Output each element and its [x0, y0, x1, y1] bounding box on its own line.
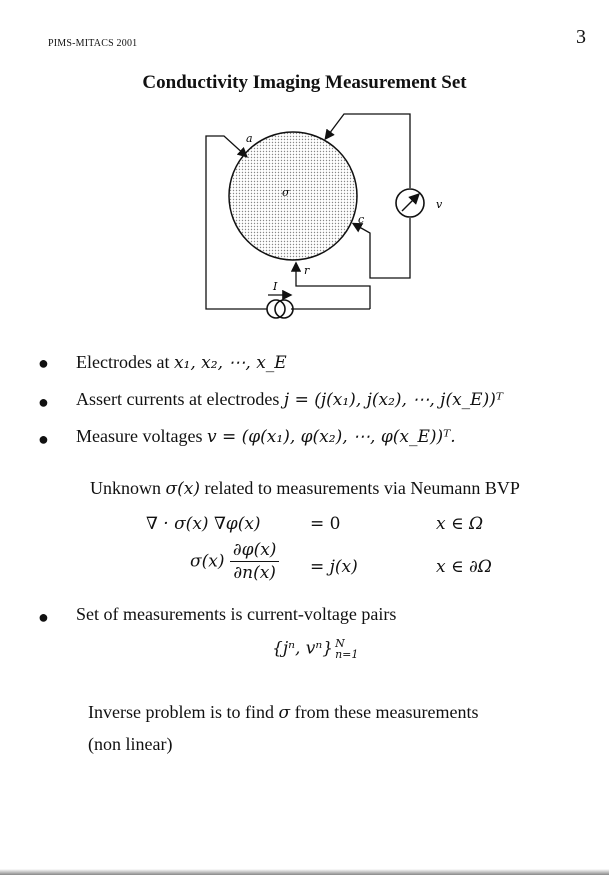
bullet-voltages: Measure voltages v = (φ(x₁), φ(x₂), ⋯, φ…: [76, 426, 456, 447]
conductor-disk: [228, 131, 358, 261]
electrode-diagram: a σ c r I v: [205, 113, 443, 319]
current-source-left: [266, 299, 286, 319]
slide-title: Conductivity Imaging Measurement Set: [142, 72, 467, 93]
scan-edge: [0, 869, 609, 875]
label-current: I: [272, 280, 278, 293]
equation-2-cond: x ∈ ∂Ω: [436, 557, 492, 577]
bullet-currents-text: Assert currents at electrodes: [76, 389, 284, 409]
equation-2-lhs: σ(x) ∂φ(x) ∂n(x): [190, 540, 280, 583]
bullet-pairs: Set of measurements is current-voltage p…: [76, 604, 397, 624]
current-source-right: [274, 299, 294, 319]
inverse-sym: σ: [278, 703, 291, 723]
wire-top: [324, 113, 411, 188]
unknown-post: related to measurements via Neumann BVP: [199, 478, 520, 498]
unknown-line: Unknown σ(x) related to measurements via…: [90, 478, 520, 499]
unknown-sym: σ(x): [165, 479, 200, 499]
label-r: r: [304, 264, 310, 277]
equation-1-lhs: ∇ · σ(x) ∇φ(x): [146, 514, 261, 534]
pairs-sup: N: [335, 637, 345, 650]
equation-2-numerator: ∂φ(x): [229, 540, 280, 562]
wire-r: [290, 261, 371, 309]
unknown-pre: Unknown: [90, 478, 166, 498]
label-voltage: v: [436, 198, 443, 211]
label-a: a: [246, 132, 253, 145]
page-number: 3: [576, 26, 586, 48]
voltmeter-needle: [401, 193, 420, 212]
bullet-currents-math: j = (j(x₁), j(x₂), ⋯, j(x_E))ᵀ: [283, 390, 503, 410]
bullet-voltages-text: Measure voltages: [76, 426, 207, 446]
wire-a: [205, 135, 248, 216]
equation-2-sigma: σ(x): [190, 551, 225, 572]
bullet-marker: ●: [38, 353, 49, 373]
inverse-post: from these measurements: [290, 702, 479, 722]
label-sigma: σ: [282, 186, 290, 199]
bullet-electrodes: Electrodes at x₁, x₂, ⋯, x_E: [76, 352, 287, 373]
wire-voltmeter-c: [351, 218, 411, 279]
pairs-base: {jⁿ, vⁿ}: [272, 638, 334, 659]
bullet-marker: ●: [38, 392, 49, 412]
inverse-pre: Inverse problem is to find: [88, 702, 279, 722]
header-conference: PIMS-MITACS 2001: [48, 38, 138, 49]
equation-2-rel: = j(x): [310, 557, 358, 577]
bullet-currents: Assert currents at electrodes j = (j(x₁)…: [76, 389, 503, 410]
label-c: c: [358, 213, 364, 226]
equation-2-denominator: ∂n(x): [233, 563, 276, 583]
equation-1-rel: = 0: [310, 514, 341, 534]
bullet-voltages-math: v = (φ(x₁), φ(x₂), ⋯, φ(x_E))ᵀ.: [206, 427, 456, 447]
equation-1-cond: x ∈ Ω: [436, 514, 484, 534]
bullet-marker: ●: [38, 429, 49, 449]
wire-left-loop: [205, 216, 268, 310]
pairs-sub: n=1: [335, 648, 359, 661]
bullet-marker: ●: [38, 607, 49, 627]
equation-2-fraction: ∂φ(x) ∂n(x): [229, 540, 280, 583]
bullet-electrodes-math: x₁, x₂, ⋯, x_E: [173, 353, 287, 373]
inverse-line-1: Inverse problem is to find σ from these …: [88, 702, 479, 723]
bullet-electrodes-text: Electrodes at: [76, 352, 174, 372]
inverse-line-2: (non linear): [88, 734, 173, 754]
